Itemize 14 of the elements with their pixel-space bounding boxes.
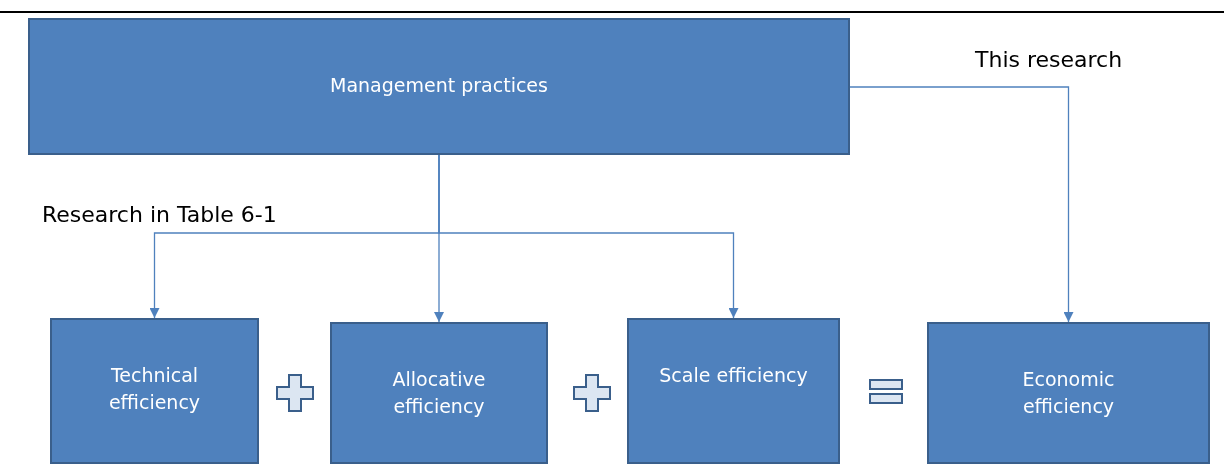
process-box: [330, 322, 548, 464]
arrow: [438, 154, 739, 319]
box-label: Economic efficiency: [1021, 367, 1116, 419]
box-label: Allocative efficiency: [391, 367, 487, 419]
annotation-text: This research: [975, 47, 1123, 72]
box-label: Management practices: [330, 73, 548, 98]
process-box: [627, 318, 840, 464]
annotation-text: Research in Table 6-1: [42, 202, 277, 227]
box-label: Technical efficiency: [107, 363, 202, 415]
box-label: Scale efficiency: [659, 363, 808, 388]
process-box: [50, 318, 259, 464]
process-box: [28, 18, 850, 155]
arrow: [849, 86, 1074, 323]
process-box: [927, 322, 1210, 464]
